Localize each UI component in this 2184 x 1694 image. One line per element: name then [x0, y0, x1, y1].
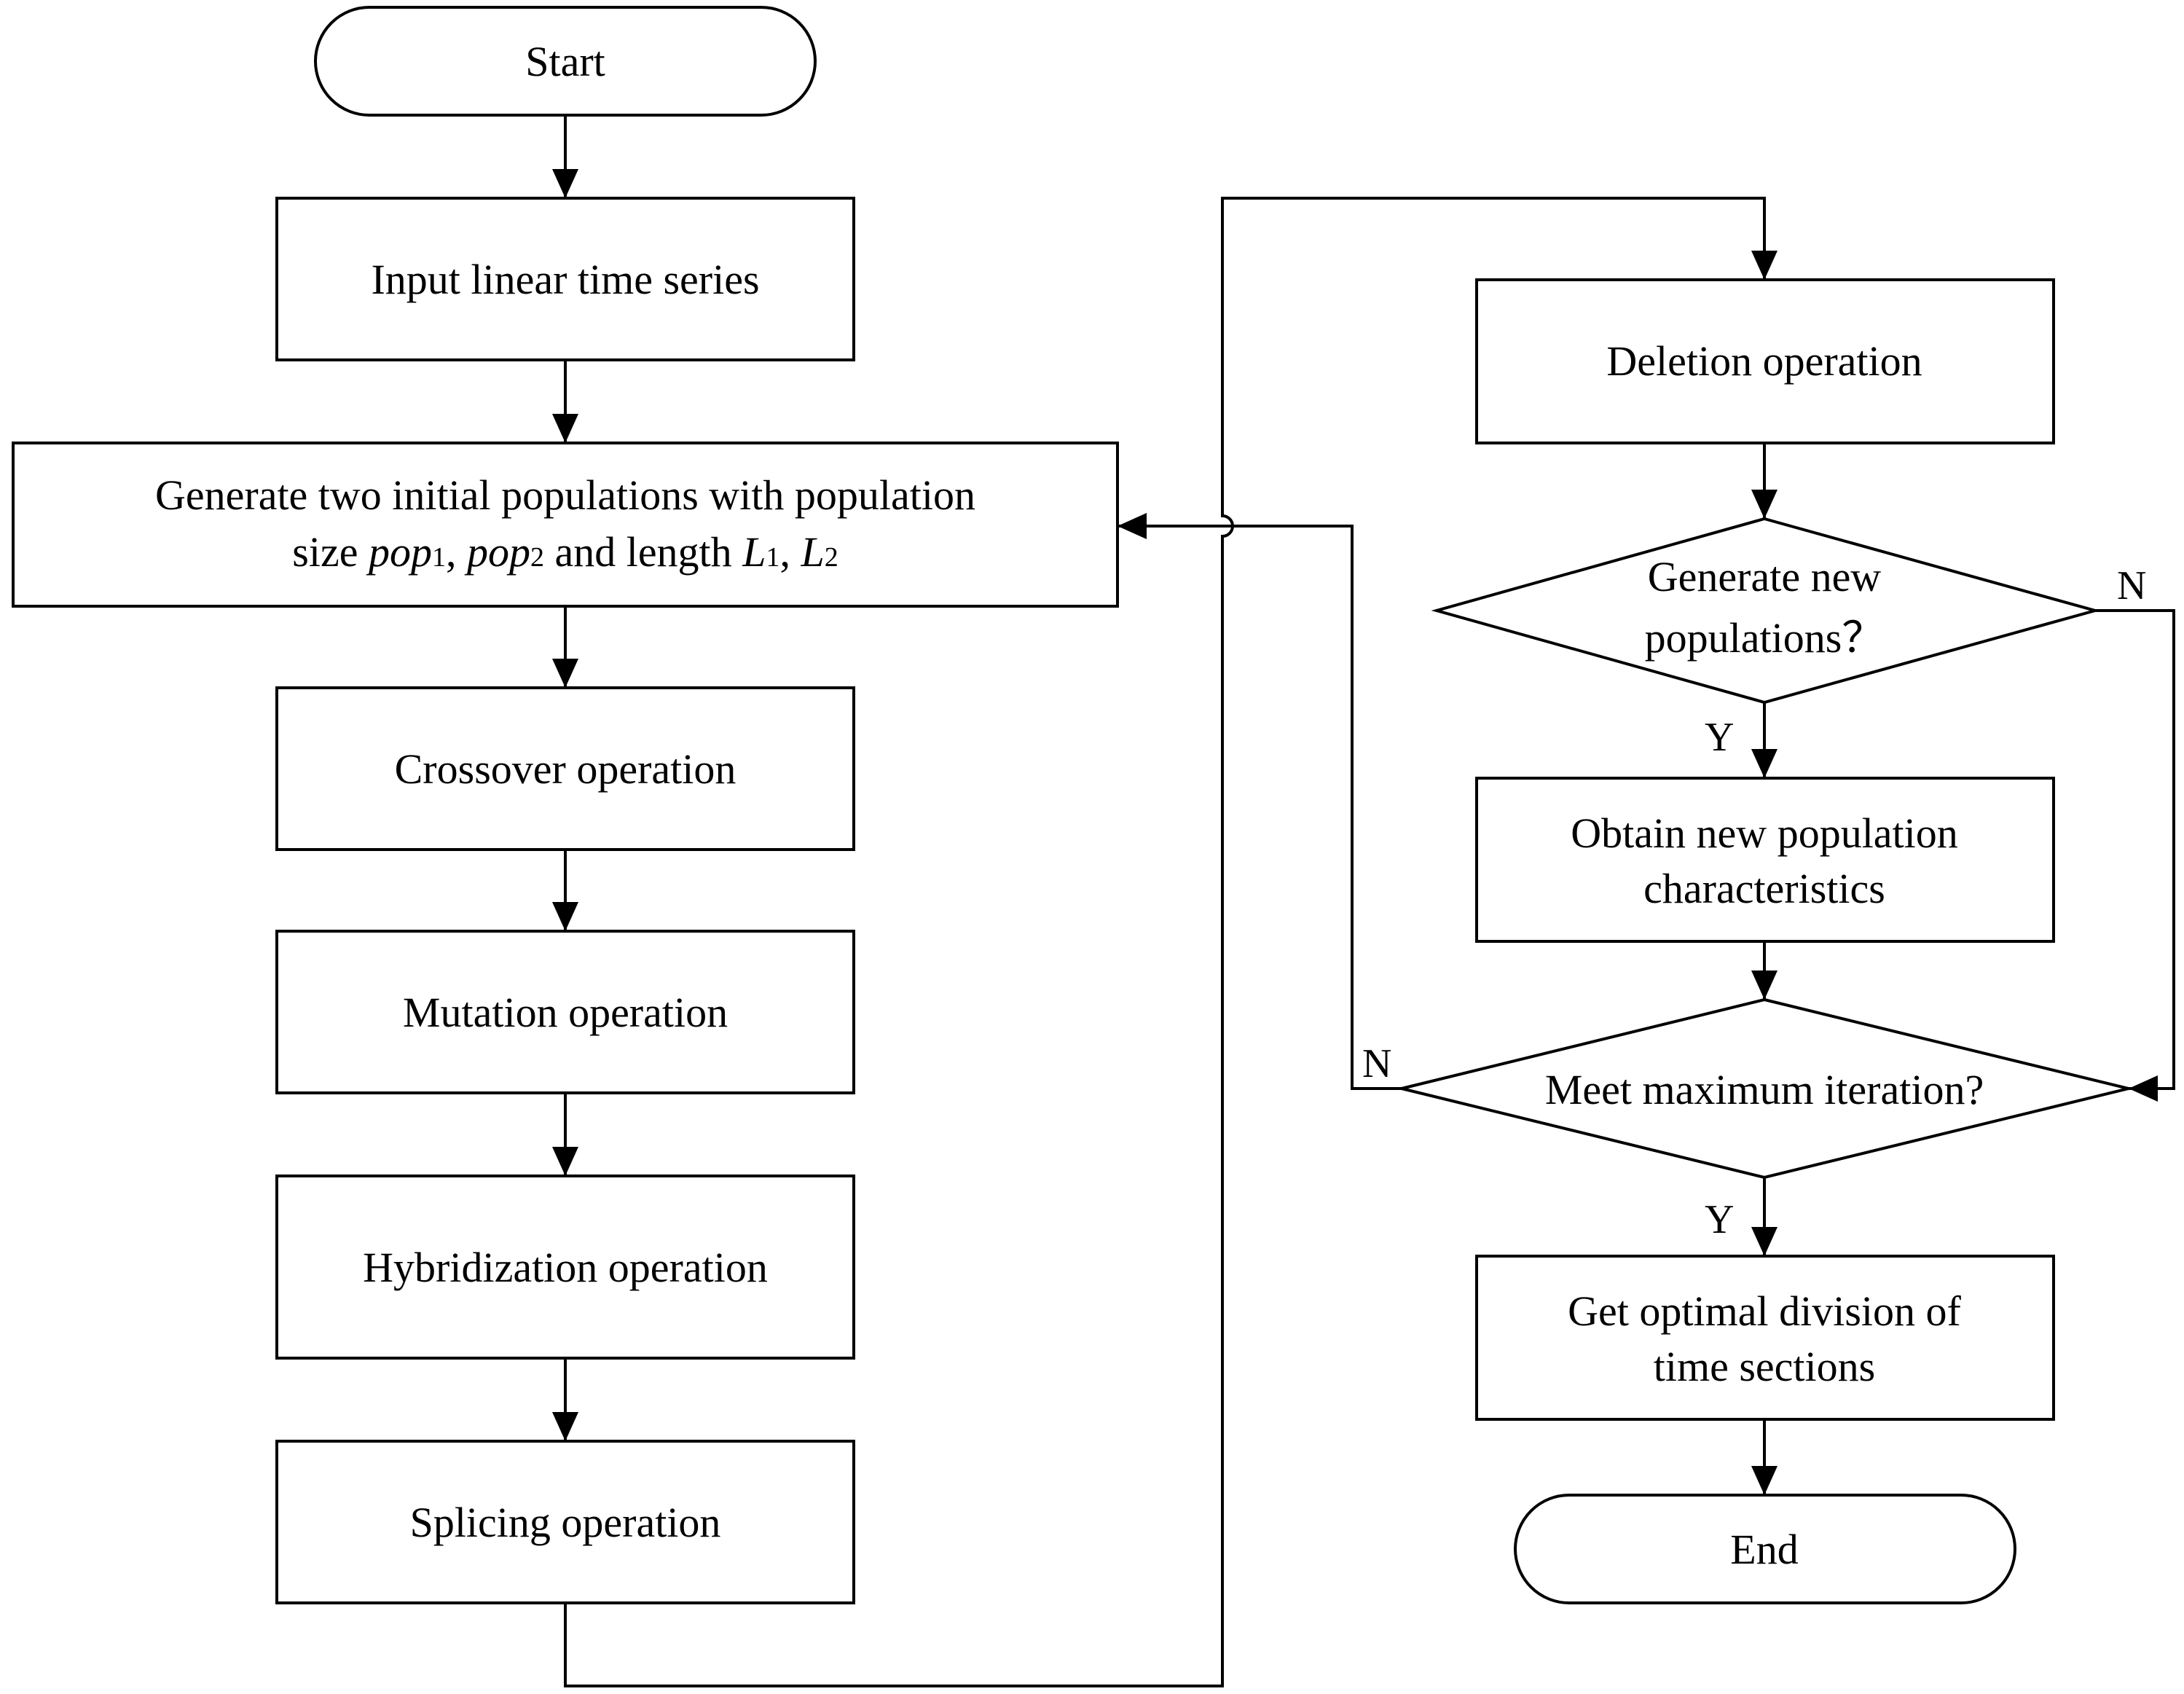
obtain-label-line1: Obtain new population — [1571, 809, 1958, 857]
start-label: Start — [525, 38, 605, 85]
generate-new-decision — [1431, 517, 2101, 705]
generate-new-label-line1: Generate new — [1648, 553, 1882, 600]
mutation-box — [275, 930, 855, 1094]
generate-new-label-line2: populations？ — [1645, 614, 1885, 662]
generate-label-line1: Generate two initial populations with po… — [155, 471, 975, 519]
meet-yes-label: Y — [1705, 1197, 1734, 1242]
mutation-label: Mutation operation — [403, 989, 728, 1036]
generate-new-yes-label: Y — [1705, 715, 1734, 760]
meet-no-label: N — [1362, 1041, 1391, 1086]
input-box — [275, 197, 855, 361]
hybridization-box — [275, 1175, 855, 1360]
hybridization-label: Hybridization operation — [363, 1244, 768, 1291]
get-optimal-label-line1: Get optimal division of — [1568, 1287, 1961, 1335]
obtain-box — [1475, 777, 2055, 943]
meet-label: Meet maximum iteration? — [1545, 1066, 1984, 1113]
crossover-label: Crossover operation — [395, 745, 736, 793]
generate-new-no-label: N — [2117, 563, 2146, 608]
arrow-decision-no-to-meet — [2095, 609, 2175, 1102]
get-optimal-label-line2: time sections — [1654, 1343, 1875, 1390]
deletion-label: Deletion operation — [1606, 337, 1922, 385]
arrow-meet-no-to-generate — [1117, 513, 1402, 1090]
end-label: End — [1730, 1526, 1798, 1573]
obtain-label-line2: characteristics — [1643, 865, 1885, 912]
generate-label-line2: size pop1, pop2 and length L1, L2 — [292, 528, 838, 576]
input-label: Input linear time series — [371, 256, 759, 303]
splicing-label: Splicing operation — [410, 1499, 721, 1546]
get-optimal-box — [1475, 1255, 2055, 1421]
generate-populations-box — [12, 442, 1119, 608]
